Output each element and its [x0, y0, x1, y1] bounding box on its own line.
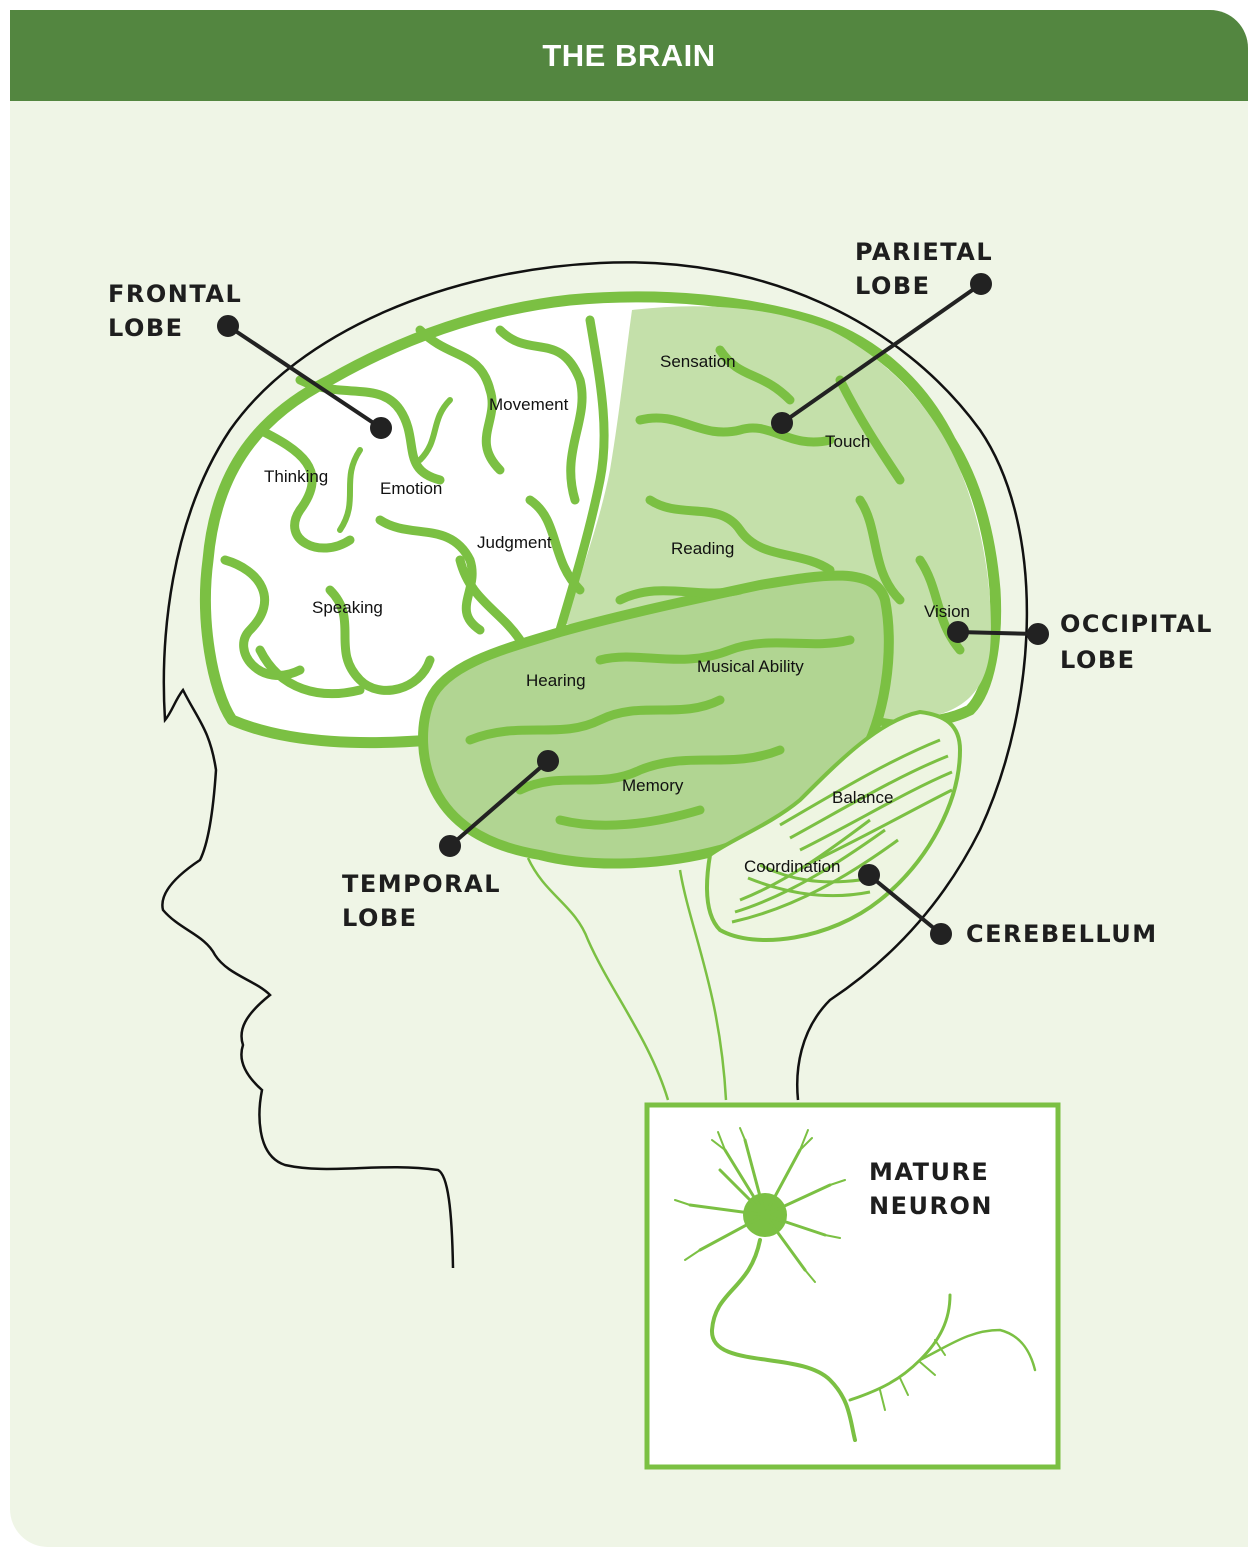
- parietal-lobe-label-line1: PARIETAL: [855, 238, 993, 266]
- frontal-lobe-label-line2: LOBE: [108, 314, 184, 342]
- function-coordination: Coordination: [744, 857, 840, 876]
- parietal-lobe-label-line2: LOBE: [855, 272, 931, 300]
- function-balance: Balance: [832, 788, 893, 807]
- neuron-label-line1: MATURE: [869, 1158, 989, 1186]
- neuron-box: [647, 1105, 1058, 1467]
- neck-line-left: [528, 858, 668, 1100]
- temporal-lobe-label-line2: LOBE: [342, 904, 418, 932]
- occipital-lobe-label-line2: LOBE: [1060, 646, 1136, 674]
- function-touch: Touch: [825, 432, 870, 451]
- neuron-label-line2: NEURON: [869, 1192, 993, 1220]
- function-sensation: Sensation: [660, 352, 736, 371]
- temporal-lobe-label-line1: TEMPORAL: [342, 870, 501, 898]
- function-judgment: Judgment: [477, 533, 552, 552]
- occipital-lobe-label-line1: OCCIPITAL: [1060, 610, 1213, 638]
- function-reading: Reading: [671, 539, 734, 558]
- function-emotion: Emotion: [380, 479, 442, 498]
- function-thinking: Thinking: [264, 467, 328, 486]
- function-speaking: Speaking: [312, 598, 383, 617]
- function-memory: Memory: [622, 776, 684, 795]
- function-vision: Vision: [924, 602, 970, 621]
- frontal-lobe-label-line1: FRONTAL: [108, 280, 242, 308]
- function-movement: Movement: [489, 395, 569, 414]
- cerebellum-label: CEREBELLUM: [966, 920, 1158, 948]
- function-musical-ability: Musical Ability: [697, 657, 804, 676]
- function-hearing: Hearing: [526, 671, 586, 690]
